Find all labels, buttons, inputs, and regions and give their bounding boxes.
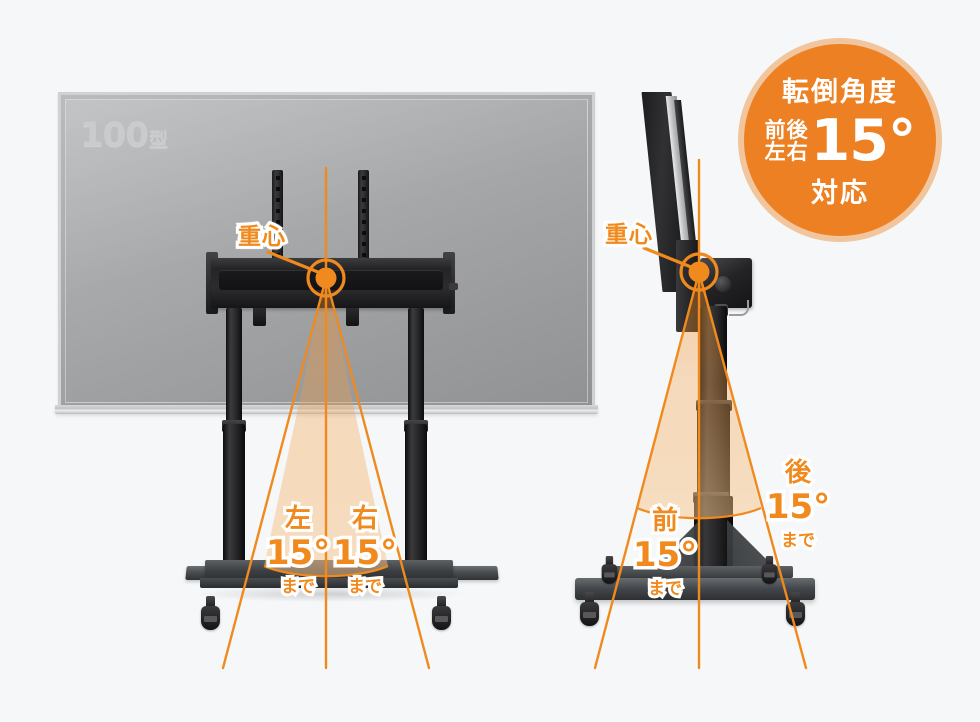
side-rear-angle-suffix: まで [778,528,818,554]
front-right-angle-label: 右 15° まで [329,498,400,600]
side-center-of-gravity-label: 重心 [602,221,655,250]
badge-angle-value: 15° [810,107,917,174]
front-left-angle-suffix: まで [278,574,318,600]
stand-lower-leg-left [223,424,245,574]
stand-lower-leg-right [405,424,427,574]
side-rear-angle-label: 後 15° まで [762,452,833,554]
caster-side-front-left [578,592,601,628]
side-cable [729,300,749,316]
badge-axis-left-right: 左右 [764,140,809,164]
caster-side-front-right [784,592,807,628]
side-rear-angle-direction: 後 [782,455,814,491]
bracket-tab-left [253,308,266,326]
caster-front-left [199,596,222,632]
front-right-angle-suffix: まで [345,574,385,600]
caster-front-right [430,596,453,632]
side-mount-plate [676,240,700,332]
badge-title: 転倒角度 [782,76,898,108]
badge-axis-stack: 前後 左右 [765,119,809,163]
side-front-angle-value: 15° [629,532,700,579]
tv-size-unit: 型 [148,129,168,151]
vesa-rail-left [272,170,283,305]
front-center-of-gravity-label: 重心 [235,223,288,252]
side-front-angle-suffix: まで [645,576,685,602]
side-front-angle-label: 前 15° まで [629,500,700,602]
tipping-angle-badge: 転倒角度 前後 左右 15° 対応 [744,44,936,236]
front-right-angle-value: 15° [329,530,400,577]
bracket-knob [449,283,458,290]
bracket-tab-right [346,308,359,326]
side-rear-angle-value: 15° [762,484,833,531]
tv-size-number: 100 [80,115,149,155]
vesa-bracket-bar [211,258,451,308]
tv-size-label: 100 型 [80,115,168,155]
caster-side-rear-right [760,556,779,586]
badge-angle-row: 前後 左右 15° [765,107,917,174]
front-left-angle-value: 15° [262,530,333,577]
caster-side-rear-left [600,556,619,586]
tv-bottom-bezel [55,405,598,414]
side-column-middle [697,404,730,500]
front-left-angle-direction: 左 [282,501,314,537]
stand-upper-leg-left [226,308,242,428]
badge-footer: 対応 [811,178,869,210]
badge-axis-front-rear: 前後 [764,117,809,142]
front-right-angle-direction: 右 [349,501,381,537]
side-column-upper [700,306,727,410]
stand-upper-leg-right [408,308,424,428]
vesa-rail-right [358,170,369,305]
front-left-angle-label: 左 15° まで [262,498,333,600]
side-front-angle-direction: 前 [649,503,681,539]
